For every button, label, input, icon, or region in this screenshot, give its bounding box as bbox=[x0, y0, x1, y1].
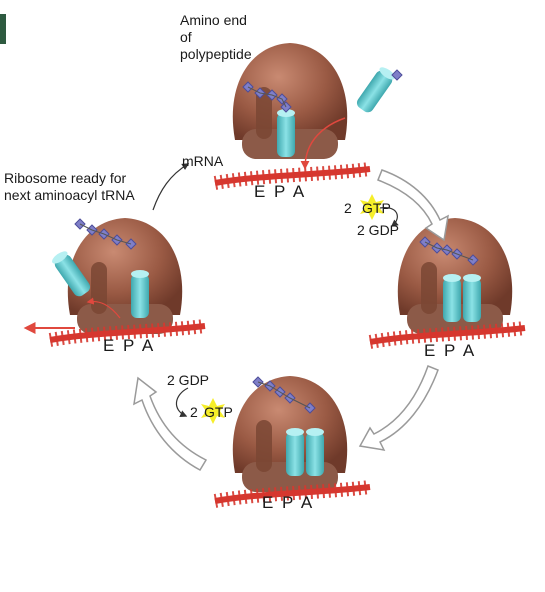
cycle-arrow-small bbox=[152, 163, 190, 211]
site-labels-top: E P A bbox=[254, 182, 307, 201]
amino-end-line-3: polypeptide bbox=[180, 46, 252, 62]
site-labels-left: E P A bbox=[103, 336, 156, 355]
corner-mark bbox=[0, 14, 6, 44]
mrna-strand bbox=[215, 169, 370, 183]
trna-icon bbox=[277, 109, 295, 157]
gtp-arrow-2 bbox=[175, 387, 189, 418]
amino-end-line-1: Amino end bbox=[180, 12, 247, 28]
mrna-label: mRNA bbox=[182, 153, 224, 169]
gtp-count-2: 2 bbox=[190, 404, 198, 420]
gtp-text-1: GTP bbox=[362, 200, 391, 216]
ribosome-ready-line-1: Ribosome ready for bbox=[4, 170, 127, 186]
incoming-trna bbox=[354, 64, 397, 115]
amino-end-label: Amino end of polypeptide bbox=[180, 12, 252, 63]
cycle-arrow-icon bbox=[133, 169, 449, 471]
exit-trna-arrow bbox=[86, 297, 121, 319]
ribosome-bottom bbox=[215, 376, 370, 501]
site-labels-bottom: E P A bbox=[262, 493, 315, 512]
ribosome-right bbox=[370, 218, 525, 342]
incoming-arrow bbox=[300, 117, 346, 170]
gdp-text-1: 2 GDP bbox=[357, 222, 400, 238]
amino-end-line-2: of bbox=[180, 29, 192, 45]
gdp-text-2: 2 GDP bbox=[167, 372, 210, 388]
gtp-text-2: GTP bbox=[204, 404, 233, 420]
ribosome-ready-line-2: next aminoacyl tRNA bbox=[4, 187, 135, 203]
ribosome-top bbox=[215, 43, 370, 183]
ribosome-ready-label: Ribosome ready for next aminoacyl tRNA bbox=[4, 170, 135, 204]
gtp-count-1: 2 bbox=[344, 200, 352, 216]
ribosome-left bbox=[50, 218, 205, 340]
gtp-arrow-1 bbox=[379, 206, 399, 227]
site-labels-right: E P A bbox=[424, 341, 477, 360]
amino-acid-chain-icon bbox=[242, 81, 292, 113]
